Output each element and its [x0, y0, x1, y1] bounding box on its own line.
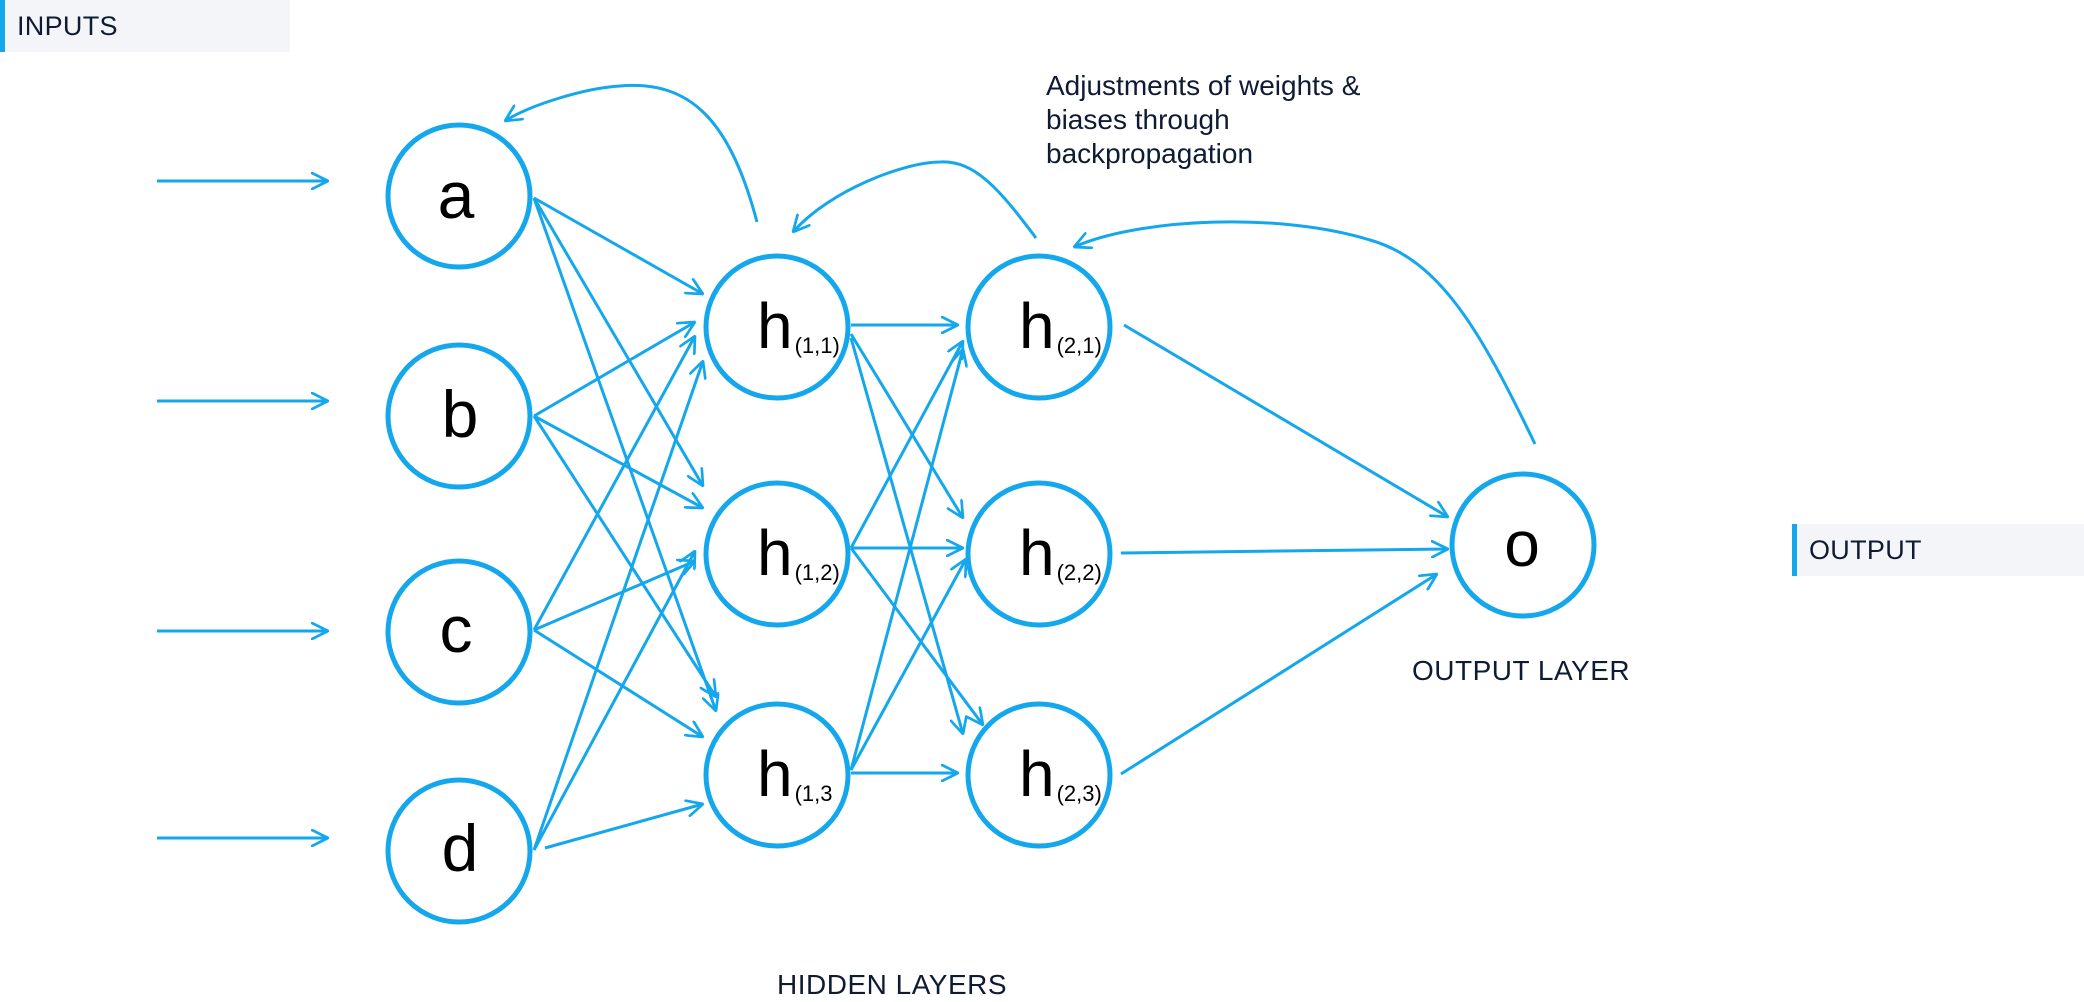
- input-node-d: [385, 777, 533, 925]
- output-tag: OUTPUT: [1792, 524, 2084, 576]
- input-node-a-label: a: [438, 158, 475, 232]
- hidden-node-1-1: [703, 253, 851, 401]
- input-node-b: [385, 342, 533, 490]
- hidden1-to-hidden2-connections: [849, 325, 983, 773]
- hidden-layer-1-nodes: [703, 253, 851, 849]
- edge-h11-h22: [849, 333, 963, 518]
- hidden2-to-output-connections: [1120, 323, 1448, 776]
- output-node-o-label: o: [1504, 508, 1540, 580]
- input-node-d-label: d: [442, 811, 479, 885]
- output-layer-label: OUTPUT LAYER: [1412, 655, 1631, 686]
- output-nodes: [1449, 471, 1597, 619]
- node-labels: a b c d h(1,1) h(1,2) h(1,3 h(2,1) h(2,2…: [438, 158, 1540, 885]
- backpropagation-arrows: [505, 83, 1537, 445]
- hidden-node-2-1: [965, 253, 1113, 401]
- hidden-node-2-3-label: h(2,3): [1019, 738, 1102, 810]
- input-node-c-label: c: [440, 592, 473, 666]
- edge-a-h13: [532, 197, 716, 711]
- edge-b-h11: [533, 322, 695, 418]
- hidden-layers-label: HIDDEN LAYERS: [777, 969, 1008, 1000]
- inputs-tag: INPUTS: [0, 0, 290, 52]
- edge-c-h13: [533, 628, 703, 737]
- hidden-layer-2-nodes: [965, 253, 1113, 849]
- edge-h13-h22: [849, 559, 966, 771]
- backprop-arrow-h1-to-inputs: [505, 83, 759, 223]
- output-node-o: [1449, 471, 1597, 619]
- edge-c-h12: [533, 561, 695, 632]
- hidden-node-1-3-label: h(1,3: [757, 738, 833, 810]
- edge-a-h11: [533, 196, 703, 294]
- hidden-node-1-1-label: h(1,1): [757, 290, 840, 362]
- input-to-hidden1-connections: [532, 196, 716, 851]
- edge-h11-h23: [849, 337, 963, 734]
- hidden-node-1-2: [703, 480, 851, 628]
- edge-h21-o: [1123, 323, 1448, 517]
- hidden-node-1-2-label: h(1,2): [757, 517, 840, 589]
- edge-c-h11: [532, 336, 695, 631]
- edge-d-h13: [544, 804, 703, 850]
- edge-h13-h21: [849, 349, 963, 771]
- edge-h23-o: [1120, 574, 1437, 776]
- edge-b-h12: [533, 414, 703, 508]
- hidden-node-2-2-label: h(2,2): [1019, 517, 1102, 589]
- input-node-b-label: b: [442, 377, 479, 451]
- hidden-node-2-2: [965, 480, 1113, 628]
- output-tag-label: OUTPUT: [1809, 535, 1922, 565]
- input-node-a: [385, 122, 533, 270]
- input-node-c: [385, 558, 533, 706]
- backprop-arrow-output-to-h2: [1074, 220, 1537, 445]
- edge-h12-h23: [849, 547, 983, 725]
- backprop-arrow-h2-to-h1: [793, 160, 1038, 239]
- edge-h12-h21: [849, 341, 963, 549]
- input-nodes: [385, 122, 533, 925]
- edge-a-h12: [532, 197, 703, 486]
- edge-d-h12: [532, 551, 695, 851]
- edge-b-h13: [532, 415, 716, 697]
- input-arrows: [157, 181, 328, 838]
- edge-h22-o: [1120, 549, 1448, 553]
- backpropagation-annotation: Adjustments of weights & biases through …: [1046, 70, 1361, 169]
- edge-d-h11: [532, 361, 703, 851]
- hidden-node-1-3: [703, 701, 851, 849]
- hidden-node-2-1-label: h(2,1): [1019, 290, 1102, 362]
- hidden-node-2-3: [965, 701, 1113, 849]
- inputs-tag-label: INPUTS: [17, 11, 118, 41]
